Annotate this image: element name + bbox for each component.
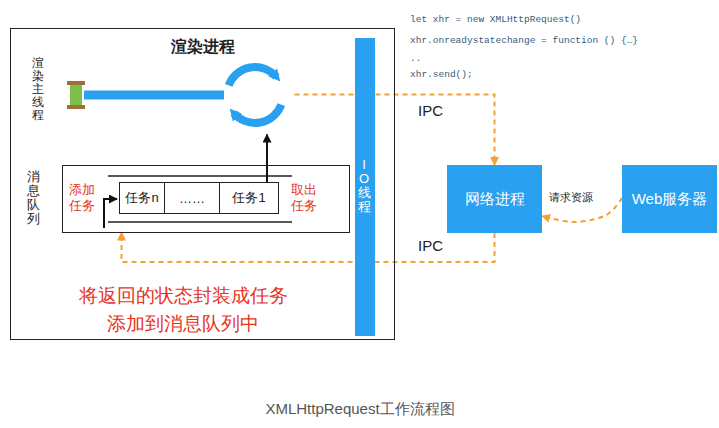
io-thread-bar: IO线程 bbox=[355, 38, 375, 336]
queue-note: 取出任务 bbox=[291, 182, 318, 216]
take-task-arrow bbox=[266, 135, 268, 183]
node-label: 任务n bbox=[125, 189, 158, 207]
message-queue: 消息队列添加任务取出任务任务n……任务1 bbox=[62, 165, 350, 233]
figure-caption: XMLHttpRequest工作流程图 bbox=[265, 400, 454, 419]
edge-label: 请求资源 bbox=[547, 190, 595, 205]
main-thread: 渲染主线程 bbox=[28, 55, 295, 135]
task-box: 任务1 bbox=[219, 182, 279, 214]
add-task-arrow bbox=[104, 199, 117, 228]
code-line: .. bbox=[410, 53, 421, 64]
node-label: 网络进程 bbox=[465, 190, 525, 209]
task-box: 任务n bbox=[119, 182, 165, 214]
node-label: …… bbox=[179, 191, 205, 206]
code-line: let xhr = new XMLHttpRequest() bbox=[410, 14, 581, 25]
process-box: 网络进程 bbox=[447, 165, 542, 233]
thread-name: IO线程 bbox=[358, 158, 371, 215]
queue-name: 消息队列 bbox=[27, 170, 40, 227]
edge-label: IPC bbox=[416, 237, 445, 254]
code-line: xhr.onreadystatechange = function () {…} bbox=[410, 35, 638, 46]
note-text: 添加到消息队列中 bbox=[107, 311, 259, 337]
task-box: …… bbox=[164, 182, 220, 214]
queue-pipe bbox=[108, 176, 292, 222]
thread-name: 渲染主线程 bbox=[32, 57, 44, 123]
node-label: Web服务器 bbox=[632, 190, 708, 209]
thread-line bbox=[84, 91, 224, 100]
server-box: Web服务器 bbox=[622, 165, 717, 233]
event-loop-icon bbox=[229, 67, 282, 123]
process-title: 渲染进程 bbox=[11, 37, 394, 58]
edge-label: IPC bbox=[416, 102, 445, 119]
code-line: xhr.send(); bbox=[410, 69, 473, 80]
note-text: 将返回的状态封装成任务 bbox=[79, 283, 288, 309]
thread-spool bbox=[67, 81, 85, 109]
queue-note: 添加任务 bbox=[69, 182, 96, 216]
ipc-connector bbox=[122, 233, 495, 263]
node-label: 任务1 bbox=[232, 189, 265, 207]
